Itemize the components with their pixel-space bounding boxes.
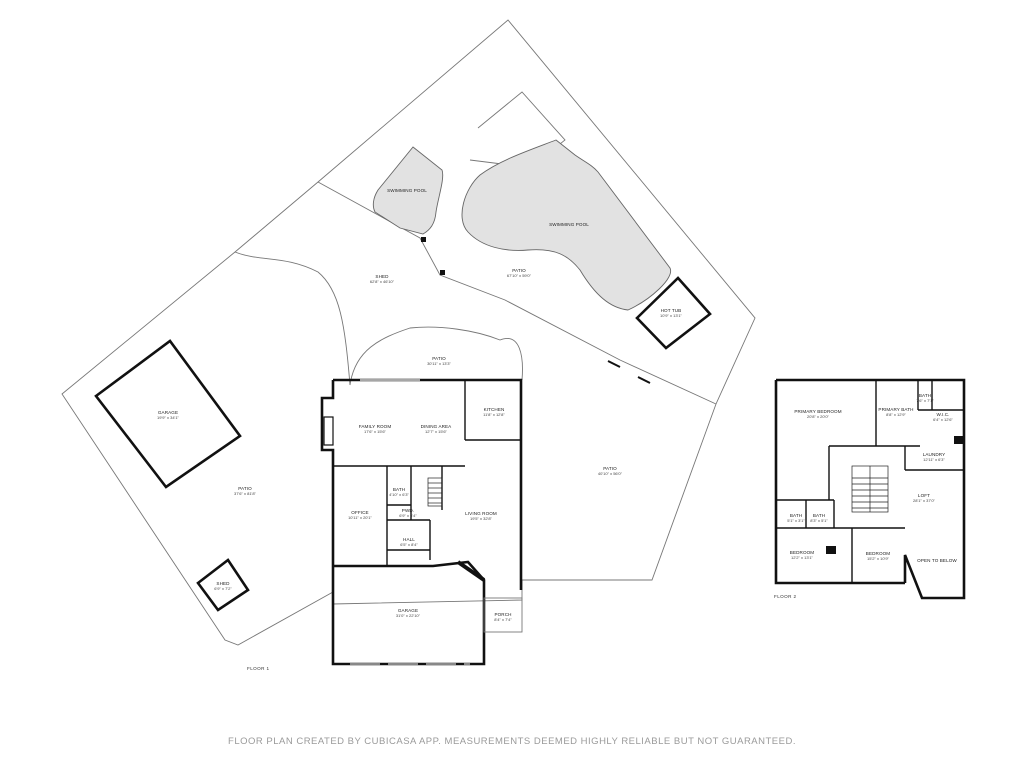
room-label: PORCH [494,612,511,617]
room-dimension: 4'10" x 6'3" [389,492,409,497]
disclaimer-text: FLOOR PLAN CREATED BY CUBICASA APP. MEAS… [228,736,796,747]
room-dimension: 5'1" x 3'1" [787,518,805,523]
room-dimension: 62'8" x 46'10" [370,279,395,284]
room-dimension: 12'7" x 15'6" [425,429,448,434]
room-labels: SWIMMING POOL SWIMMING POOL SHED 62'8" x… [157,188,957,622]
room-dimension: 30'11" x 13'3" [427,361,451,366]
swimming-pool-large [461,139,672,311]
room-label: SWIMMING POOL [387,188,427,193]
room-dimension: 11'8" x 12'8" [483,412,505,417]
room-dimension: 20'8" x 20'0" [807,414,830,419]
room-label: HALL [403,537,415,542]
room-dimension: 12'11" x 6'3" [923,457,945,462]
room-dimension: 15'2" x 10'9" [867,556,890,561]
room-label: PATIO [432,356,446,361]
room-dimension: 7'6" x 7'1" [916,398,934,403]
room-label: PATIO [238,486,252,491]
room-label: KITCHEN [484,407,505,412]
room-dimension: 37'6" x 81'8" [234,491,257,496]
shed-outline [196,558,250,612]
room-label: SHED [216,581,230,586]
floor2 [774,378,966,600]
floor-1-label: FLOOR 1 [247,666,270,671]
room-label: BATH [919,393,931,398]
room-dimension: 6'5" x 8'4" [400,542,418,547]
room-label: LIVING ROOM [465,511,497,516]
room-label: LAUNDRY [923,452,946,457]
room-label: GARAGE [158,410,178,415]
room-label: DINING AREA [421,424,453,429]
room-dimension: 6'4" x 12'6" [933,417,953,422]
room-label: BATH [393,487,405,492]
room-dimension: 8'8" x 12'9" [886,412,906,417]
floor-2-label: FLOOR 2 [774,594,797,599]
room-dimension: 17'6" x 15'6" [364,429,387,434]
room-label: PRIMARY BEDROOM [794,409,841,414]
room-label: SWIMMING POOL [549,222,589,227]
swimming-pool-small [372,146,444,235]
room-label: SHED [375,274,389,279]
room-dimension: 40'10" x 56'0" [598,471,623,476]
room-label: BATH [790,513,802,518]
room-label: BATH [813,513,825,518]
detached-garage [94,339,242,489]
room-dimension: 10'11" x 20'1" [348,515,372,520]
stairs-floor2 [851,465,889,513]
room-dimension: 6'9" x 7'2" [214,586,232,591]
room-label: OFFICE [351,510,368,515]
room-label: PATIO [512,268,526,273]
room-dimension: 8'4" x 7'4" [494,617,512,622]
room-dimension: 28'1" x 37'0" [913,498,936,503]
porch-outline [483,597,523,633]
stairs-floor1 [427,477,443,507]
floor1-site [61,19,756,646]
room-label: PATIO [603,466,617,471]
lot-boundary [61,19,756,646]
hot-tub-outline [635,276,712,350]
room-dimension: 12'2" x 13'1" [791,555,814,560]
room-label: BEDROOM [866,551,891,556]
room-dimension: 6'9" x 3'4" [399,513,417,518]
room-dimension: 19'9" x 34'1" [157,415,180,420]
room-label: LOFT [918,493,930,498]
room-label: W.I.C. [936,412,949,417]
room-label: FAMILY ROOM [359,424,392,429]
room-label: PRIMARY BATH [878,407,913,412]
room-dimension: 10'9" x 13'1" [660,313,683,318]
room-dimension: 67'10" x 59'0" [507,273,532,278]
room-dimension: 31'0" x 22'10" [396,613,421,618]
room-label: GARAGE [398,608,418,613]
room-label: BEDROOM [790,550,815,555]
room-label: PWD. [402,508,414,513]
room-dimension: 8'3" x 5'1" [810,518,828,523]
room-label: OPEN TO BELOW [917,558,957,563]
room-label: HOT TUB [661,308,682,313]
room-dimension: 19'5" x 32'8" [470,516,493,521]
floor1-house [320,378,523,666]
